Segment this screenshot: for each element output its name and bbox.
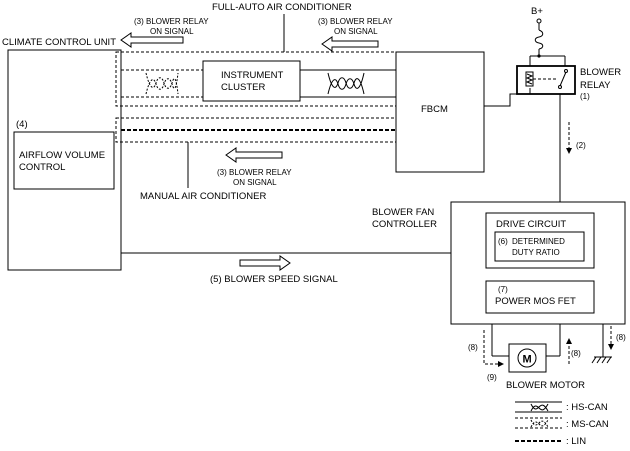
legend-ms-can-label: : MS-CAN xyxy=(566,419,609,430)
ms-can-twisted-pair-b xyxy=(145,72,179,95)
fbcm-label: FBCM xyxy=(421,104,448,115)
relay-coil-zigzag xyxy=(525,73,534,85)
hs-can-twisted-pair-b xyxy=(327,72,365,95)
relay-on-signal-arrow-3 xyxy=(225,147,283,163)
motor-glyph: M xyxy=(523,354,532,366)
full-auto-air-conditioner-label: FULL-AUTO AIR CONDITIONER xyxy=(212,2,352,13)
fuse-icon xyxy=(534,29,544,50)
relay-on-signal-3-line2: ON SIGNAL xyxy=(233,178,277,187)
blower-speed-signal-label: (5) BLOWER SPEED SIGNAL xyxy=(210,274,338,285)
airflow-volume-control-label-1: AIRFLOW VOLUME xyxy=(19,150,105,161)
airflow-volume-control-box xyxy=(13,131,115,190)
relay-on-signal-1-line1: (3) BLOWER RELAY xyxy=(134,17,209,26)
instrument-cluster-box xyxy=(202,60,301,102)
blower-relay-label-2: RELAY xyxy=(580,80,611,91)
relay-on-signal-arrow-1 xyxy=(120,32,184,48)
relay-on-signal-2-line1: (3) BLOWER RELAY xyxy=(318,17,393,26)
manual-air-conditioner-label: MANUAL AIR CONDITIONER xyxy=(140,191,266,202)
current-flow-8-right-number: (8) xyxy=(616,333,626,342)
determined-duty-ratio-label-2: DUTY RATIO xyxy=(512,248,560,257)
current-flow-8-left-number: (8) xyxy=(468,343,478,352)
blower-fan-controller-label-2: CONTROLLER xyxy=(372,219,437,230)
current-flow-8-left-dash xyxy=(483,330,500,365)
relay-switch-icon xyxy=(559,71,567,87)
blower-motor-label: BLOWER MOTOR xyxy=(506,380,585,391)
current-flow-9-number: (9) xyxy=(487,373,497,382)
junction-dot xyxy=(537,54,541,58)
motor-icon xyxy=(517,348,537,368)
relay-on-signal-arrow-2 xyxy=(321,36,379,52)
blower-relay-box xyxy=(516,65,576,95)
legend-lin-label: : LIN xyxy=(566,436,586,447)
airflow-volume-control-number: (4) xyxy=(16,119,28,130)
relay-on-signal-1-line2: ON SIGNAL xyxy=(150,27,194,36)
instrument-cluster-label-2: CLUSTER xyxy=(221,82,265,93)
airflow-volume-control-label-2: CONTROL xyxy=(19,162,65,173)
fbcm-to-relay-wire xyxy=(484,88,531,107)
relay-on-signal-2-line2: ON SIGNAL xyxy=(334,27,378,36)
drive-circuit-label: DRIVE CIRCUIT xyxy=(496,219,566,230)
current-flow-2-number: (2) xyxy=(576,141,586,150)
blower-speed-signal-arrow xyxy=(239,255,291,271)
current-flow-2-arrowhead xyxy=(566,148,572,154)
determined-duty-ratio-box xyxy=(494,231,585,262)
legend-hs-can-label: : HS-CAN xyxy=(566,402,608,413)
blower-relay-number: (1) xyxy=(580,92,590,101)
b-plus-terminal xyxy=(536,18,542,24)
power-mos-fet-number: (7) xyxy=(498,285,508,294)
determined-duty-ratio-number: (6) xyxy=(498,237,508,246)
power-mos-fet-box xyxy=(485,280,595,314)
b-plus-label: B+ xyxy=(531,6,543,17)
determined-duty-ratio-label-1: DETERMINED xyxy=(512,237,565,246)
current-flow-8-mid-number: (8) xyxy=(571,349,581,358)
power-mos-fet-label: POWER MOS FET xyxy=(495,296,576,307)
blower-fan-controller-label-1: BLOWER FAN xyxy=(372,207,434,218)
instrument-cluster-label-1: INSTRUMENT xyxy=(221,70,283,81)
blower-relay-label-1: BLOWER xyxy=(580,67,621,78)
legend: : HS-CAN : MS-CAN : LIN xyxy=(515,401,609,447)
relay-on-signal-3-line1: (3) BLOWER RELAY xyxy=(217,168,292,177)
climate-control-unit-label: CLIMATE CONTROL UNIT xyxy=(2,37,116,48)
fbcm-box xyxy=(395,51,485,173)
